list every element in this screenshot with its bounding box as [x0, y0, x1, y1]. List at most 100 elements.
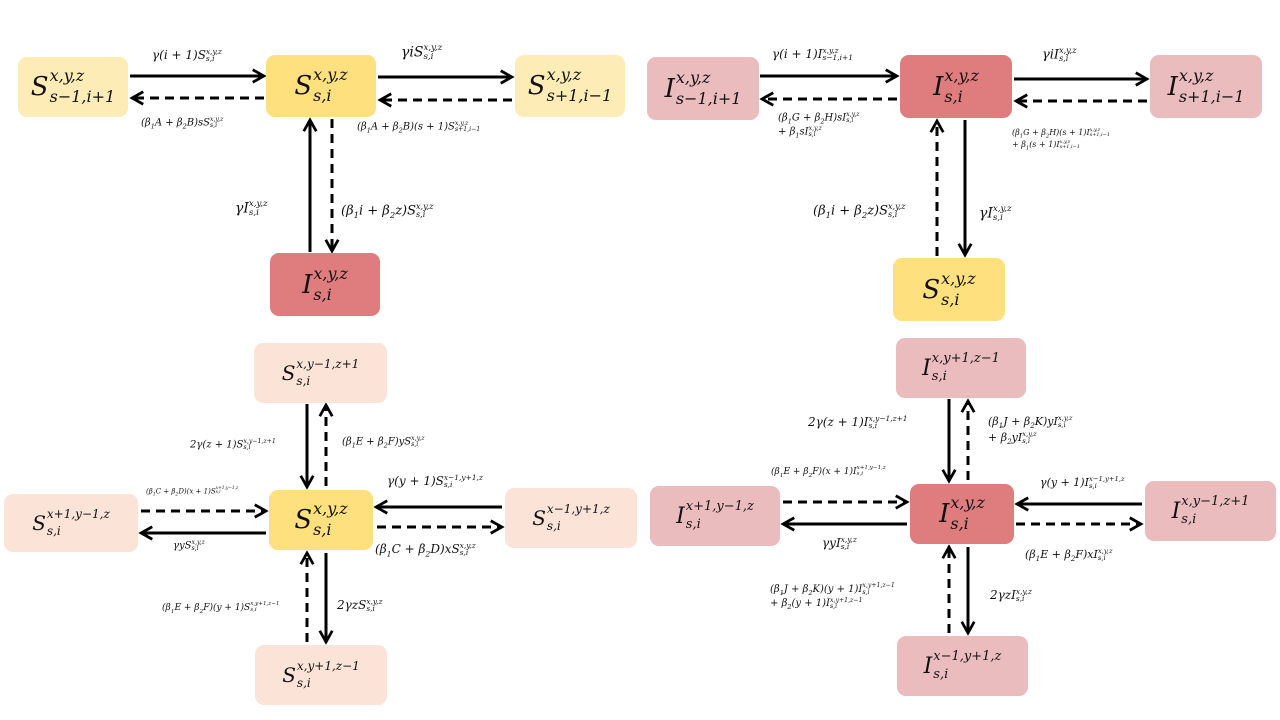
compartment-subscript: s,i	[313, 520, 332, 539]
compartment-subscript: s,i	[685, 517, 701, 532]
compartment-subscript: s,i	[546, 519, 561, 533]
compartment-superscript: x,y,z	[313, 263, 348, 283]
compartment-subscript: s,i	[941, 289, 960, 309]
compartment-superscript: x,y−1,z+1	[1181, 494, 1250, 510]
compartment-symbol: I	[302, 269, 313, 300]
compartment-superscript: x,y−1,z+1	[296, 357, 360, 372]
compartment-superscript: x,y,z	[950, 493, 985, 513]
compartment-subscript: s,i	[46, 524, 61, 538]
compartment-superscript: x+1,y−1,z	[46, 507, 110, 522]
compartment-subscript: s,i	[931, 369, 947, 384]
compartment-symbol: S	[282, 663, 296, 687]
compartment-subscript: s,i	[296, 676, 311, 690]
compartment-subscript: s,i	[313, 86, 332, 105]
compartment-subscript: s,i	[313, 284, 332, 304]
compartment-superscript: x,y+1,z−1	[296, 659, 360, 674]
compartment-superscript: x−1,y+1,z	[546, 502, 610, 517]
compartment-superscript: x,y,z	[675, 67, 711, 87]
compartment-symbol: S	[294, 71, 313, 101]
compartment-subscript: s−1,i+1	[49, 87, 116, 106]
compartment-symbol: S	[30, 72, 49, 102]
compartment-subscript: s,i	[933, 667, 949, 682]
compartment-subscript: s+1,i−1	[546, 86, 613, 105]
compartment-symbol: I	[1171, 498, 1181, 524]
compartment-symbol: S	[527, 71, 546, 101]
compartment-superscript: x,y,z	[1178, 65, 1214, 85]
compartment-superscript: x+1,y−1,z	[685, 499, 754, 515]
compartment-symbol: I	[933, 71, 944, 102]
compartment-subscript: s−1,i+1	[675, 88, 742, 108]
compartment-symbol: I	[922, 355, 931, 381]
compartment-subscript: s,i	[950, 514, 969, 533]
compartment-symbol: S	[294, 505, 313, 535]
compartment-subscript: s,i	[296, 374, 311, 388]
compartment-superscript: x−1,y+1,z	[933, 649, 1002, 665]
compartment-symbol: I	[939, 499, 950, 529]
compartment-symbol: S	[32, 511, 46, 535]
compartment-symbol: I	[676, 503, 685, 529]
compartment-symbol: S	[532, 506, 546, 530]
compartment-superscript: x,y,z	[49, 66, 85, 86]
compartment-symbol: I	[923, 653, 933, 679]
compartment-symbol: I	[664, 73, 675, 104]
compartment-subscript: s,i	[944, 86, 963, 106]
compartment-superscript: x,y,z	[313, 65, 348, 85]
compartment-symbol: S	[922, 274, 941, 305]
compartment-subscript: s+1,i−1	[1178, 86, 1245, 106]
compartment-superscript: x,y,z	[944, 65, 979, 85]
